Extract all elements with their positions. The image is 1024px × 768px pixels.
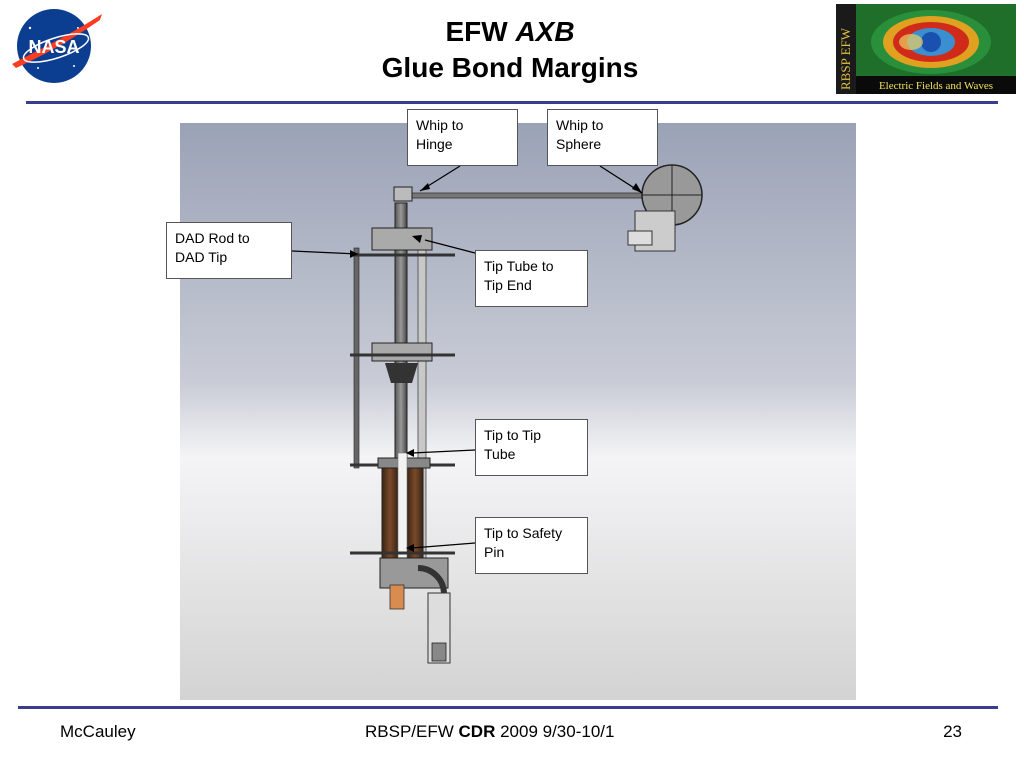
nasa-logo: NASA <box>12 9 102 83</box>
leader-dad-rod <box>291 250 359 255</box>
footer-event: RBSP/EFW CDR 2009 9/30-10/1 <box>365 722 615 741</box>
header-rule <box>26 101 998 104</box>
slide-title: EFW AXB Glue Bond Margins <box>250 14 770 86</box>
rbsp-logo-side-text: RBSP EFW <box>838 27 853 90</box>
callout-whip-to-hinge: Whip to Hinge <box>407 109 518 166</box>
callout-tip-to-safety-pin: Tip to Safety Pin <box>475 517 588 574</box>
callout-whip-to-sphere: Whip to Sphere <box>547 109 658 166</box>
callout-tip-tube-to-tip-end: Tip Tube to Tip End <box>475 250 588 307</box>
footer-page-number: 23 <box>943 722 962 741</box>
axb-cad-figure <box>180 123 856 700</box>
dad-rod <box>353 247 360 469</box>
title-prefix: EFW <box>445 16 508 47</box>
leader-tip-tube <box>411 449 476 454</box>
whip-hinge <box>393 186 413 202</box>
rbsp-efw-logo: RBSP EFW Electric Fields and Waves <box>836 4 1016 94</box>
rbsp-logo-caption: Electric Fields and Waves <box>879 80 993 92</box>
title-line2: Glue Bond Margins <box>381 52 639 83</box>
footer-rule <box>18 706 998 709</box>
callout-tip-to-tip-tube: Tip to Tip Tube <box>475 419 588 476</box>
callout-dad-rod-to-dad-tip: DAD Rod to DAD Tip <box>166 222 292 279</box>
title-italic: AXB <box>515 16 575 47</box>
leader-tip-tube-end <box>424 239 476 254</box>
footer-author: McCauley <box>60 722 136 741</box>
leader-tip-safety <box>411 542 476 549</box>
nasa-logo-text: NASA <box>28 37 79 57</box>
